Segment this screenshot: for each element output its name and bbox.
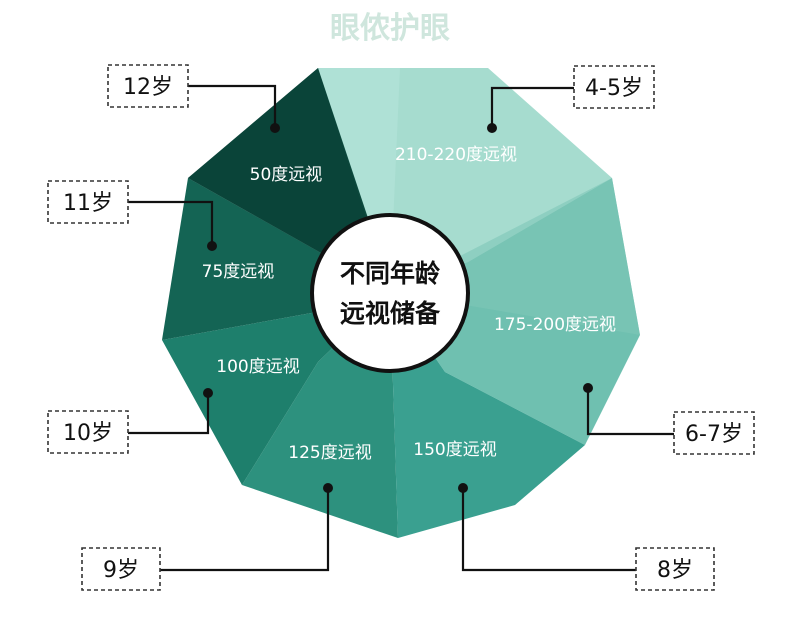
leader-8 [461, 488, 636, 572]
leader-9 [160, 488, 330, 572]
label-150: 150度远视 [413, 440, 496, 460]
age-box-9 [81, 547, 161, 591]
center-title-line1: 不同年龄 [340, 259, 441, 288]
age-9: 9岁 [103, 558, 139, 583]
age-11: 11岁 [63, 191, 113, 216]
label-75: 75度远视 [202, 262, 275, 282]
label-50: 50度远视 [250, 165, 323, 185]
label-125: 125度远视 [288, 443, 371, 463]
dot-6-7 [583, 383, 593, 393]
leader-11 [128, 200, 214, 246]
age-6-7: 6-7岁 [685, 422, 743, 447]
age-box-11 [47, 180, 129, 224]
dot-12 [270, 123, 280, 133]
age-12: 12岁 [123, 75, 173, 100]
age-8: 8岁 [657, 558, 693, 583]
center-circle [310, 213, 470, 373]
dot-10 [203, 388, 213, 398]
dot-11 [207, 241, 217, 251]
leader-6-7 [586, 388, 674, 436]
label-210-220: 210-220度远视 [395, 145, 517, 165]
dot-8 [458, 483, 468, 493]
leader-lines [128, 84, 674, 572]
watermark-text: 眼侬护眼 [330, 11, 450, 46]
age-10: 10岁 [63, 421, 113, 446]
segment-age-8 [390, 292, 585, 538]
dot-9 [323, 483, 333, 493]
center-title-line2: 远视储备 [340, 299, 441, 328]
label-175-200: 175-200度远视 [494, 315, 616, 335]
age-4-5: 4-5岁 [585, 76, 643, 101]
age-box-12 [107, 64, 189, 108]
leader-4-5 [490, 86, 574, 128]
age-box-4-5 [573, 65, 655, 109]
age-box-6-7 [673, 411, 755, 455]
age-box-8 [635, 547, 715, 591]
leader-12 [188, 84, 277, 128]
label-100: 100度远视 [216, 357, 299, 377]
leader-10 [128, 393, 210, 435]
age-box-10 [47, 410, 129, 454]
dot-4-5 [487, 123, 497, 133]
age-badges: 4-5岁 6-7岁 8岁 9岁 10岁 11岁 12岁 [47, 64, 755, 591]
